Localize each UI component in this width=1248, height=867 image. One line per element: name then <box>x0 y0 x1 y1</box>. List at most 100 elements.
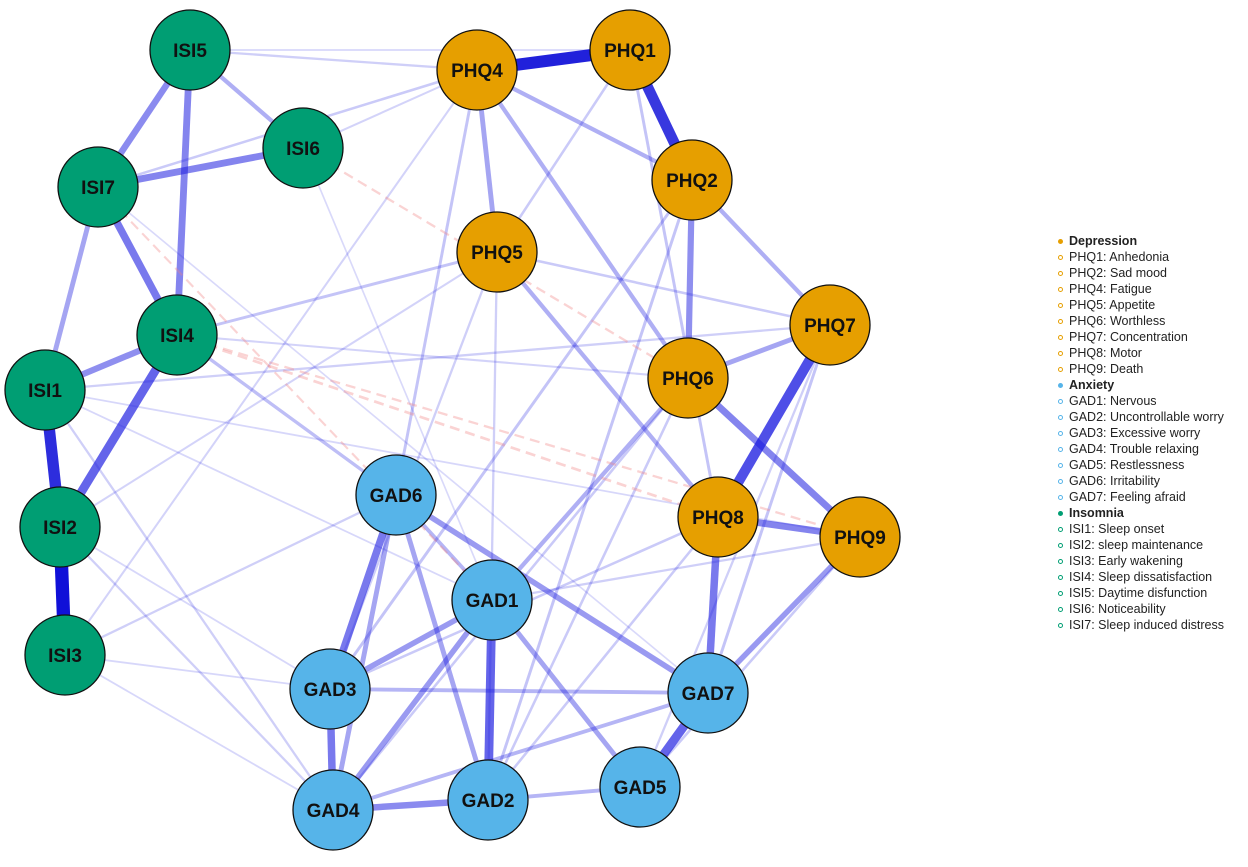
node-layer: PHQ1PHQ2PHQ4PHQ5PHQ6PHQ7PHQ8PHQ9GAD1GAD2… <box>4 9 901 851</box>
edge-ISI3-GAD6 <box>64 493 397 657</box>
legend-item: PHQ7: Concentration <box>1058 329 1224 345</box>
hollow-dot-icon <box>1058 606 1063 612</box>
edge-PHQ4-GAD6 <box>394 69 479 496</box>
legend-label: PHQ9: Death <box>1069 362 1144 376</box>
edge-PHQ5-PHQ7 <box>496 250 831 327</box>
node-phq7: PHQ7 <box>789 284 871 366</box>
legend-label: PHQ7: Concentration <box>1069 330 1188 344</box>
node-gad5: GAD5 <box>599 746 681 828</box>
hollow-dot-icon <box>1058 590 1063 596</box>
edge-PHQ8-GAD2 <box>487 516 719 801</box>
legend-item: ISI2: sleep maintenance <box>1058 537 1224 553</box>
hollow-dot-icon <box>1058 334 1063 340</box>
legend-item: PHQ9: Death <box>1058 361 1224 377</box>
legend-label: Depression <box>1069 234 1138 248</box>
edge-PHQ9-GAD5 <box>639 536 861 788</box>
node-circle <box>651 139 733 221</box>
hollow-dot-icon <box>1058 478 1063 484</box>
edge-ISI7-GAD7 <box>97 186 709 694</box>
node-gad1: GAD1 <box>451 559 533 641</box>
legend-label: ISI1: Sleep onset <box>1069 522 1165 536</box>
legend-item: ISI5: Daytime disfunction <box>1058 585 1224 601</box>
hollow-dot-icon <box>1058 430 1063 436</box>
node-label: GAD7 <box>682 684 735 705</box>
node-gad3: GAD3 <box>289 648 371 730</box>
node-label: ISI3 <box>48 646 82 667</box>
legend-label: ISI3: Early wakening <box>1069 554 1183 568</box>
node-isi6: ISI6 <box>262 107 344 189</box>
hollow-dot-icon <box>1058 462 1063 468</box>
hollow-dot-icon <box>1058 318 1063 324</box>
edge-PHQ2-GAD2 <box>486 179 694 801</box>
legend-item: PHQ8: Motor <box>1058 345 1224 361</box>
hollow-dot-icon <box>1058 526 1063 532</box>
edge-PHQ4-PHQ6 <box>475 68 690 380</box>
node-phq4: PHQ4 <box>436 29 518 111</box>
legend-item: GAD3: Excessive worry <box>1058 425 1224 441</box>
filled-dot-icon <box>1058 382 1063 388</box>
legend-label: Insomnia <box>1069 506 1124 520</box>
node-circle <box>292 769 374 851</box>
filled-dot-icon <box>1058 238 1063 244</box>
node-phq1: PHQ1 <box>589 9 671 91</box>
edge-ISI2-GAD4 <box>59 526 334 811</box>
hollow-dot-icon <box>1058 254 1063 260</box>
edge-GAD3-GAD7 <box>329 687 709 695</box>
node-circle <box>262 107 344 189</box>
legend-label: PHQ2: Sad mood <box>1069 266 1167 280</box>
edge-ISI6-GAD1 <box>302 147 493 601</box>
node-label: ISI7 <box>81 178 115 199</box>
node-circle <box>647 337 729 419</box>
hollow-dot-icon <box>1058 302 1063 308</box>
filled-dot-icon <box>1058 510 1063 516</box>
edge-GAD6-GAD2 <box>393 494 491 801</box>
edge-PHQ2-GAD3 <box>328 179 694 690</box>
edge-ISI2-PHQ5 <box>59 251 498 528</box>
node-gad4: GAD4 <box>292 769 374 851</box>
edge-PHQ7-GAD7 <box>706 324 832 694</box>
node-circle <box>451 559 533 641</box>
legend-item: GAD1: Nervous <box>1058 393 1224 409</box>
node-label: ISI6 <box>286 139 320 160</box>
hollow-dot-icon <box>1058 398 1063 404</box>
hollow-dot-icon <box>1058 542 1063 548</box>
edge-ISI4-PHQ5 <box>176 250 498 337</box>
legend-item: ISI3: Early wakening <box>1058 553 1224 569</box>
legend-item: ISI1: Sleep onset <box>1058 521 1224 537</box>
legend-label: GAD2: Uncontrollable worry <box>1069 410 1224 424</box>
edge-ISI1-PHQ7 <box>44 323 831 392</box>
legend-label: GAD3: Excessive worry <box>1069 426 1201 440</box>
hollow-dot-icon <box>1058 446 1063 452</box>
legend-item: GAD4: Trouble relaxing <box>1058 441 1224 457</box>
legend-item: GAD6: Irritability <box>1058 473 1224 489</box>
node-label: PHQ5 <box>471 243 523 264</box>
hollow-dot-icon <box>1058 350 1063 356</box>
edge-ISI3-GAD4 <box>64 654 334 811</box>
node-isi5: ISI5 <box>149 9 231 91</box>
hollow-dot-icon <box>1058 558 1063 564</box>
legend-group-header: Anxiety <box>1058 377 1224 393</box>
legend-label: GAD1: Nervous <box>1069 394 1157 408</box>
node-circle <box>599 746 681 828</box>
hollow-dot-icon <box>1058 574 1063 580</box>
node-label: PHQ7 <box>804 316 856 337</box>
legend-label: GAD5: Restlessness <box>1069 458 1185 472</box>
node-label: GAD4 <box>307 801 360 822</box>
node-isi1: ISI1 <box>4 349 86 431</box>
node-circle <box>436 29 518 111</box>
node-phq2: PHQ2 <box>651 139 733 221</box>
legend-item: GAD7: Feeling afraid <box>1058 489 1224 505</box>
edge-ISI5-PHQ4 <box>189 48 478 72</box>
legend-label: PHQ5: Appetite <box>1069 298 1156 312</box>
legend-group-header: Depression <box>1058 233 1224 249</box>
edge-GAD1-PHQ9 <box>491 535 861 602</box>
legend-item: ISI4: Sleep dissatisfaction <box>1058 569 1224 585</box>
hollow-dot-icon <box>1058 270 1063 276</box>
node-circle <box>136 294 218 376</box>
node-circle <box>447 759 529 841</box>
node-circle <box>57 146 139 228</box>
node-isi7: ISI7 <box>57 146 139 228</box>
edge-ISI1-GAD4 <box>44 389 334 811</box>
edge-PHQ1-PHQ8 <box>628 49 720 518</box>
node-label: ISI4 <box>160 326 194 347</box>
